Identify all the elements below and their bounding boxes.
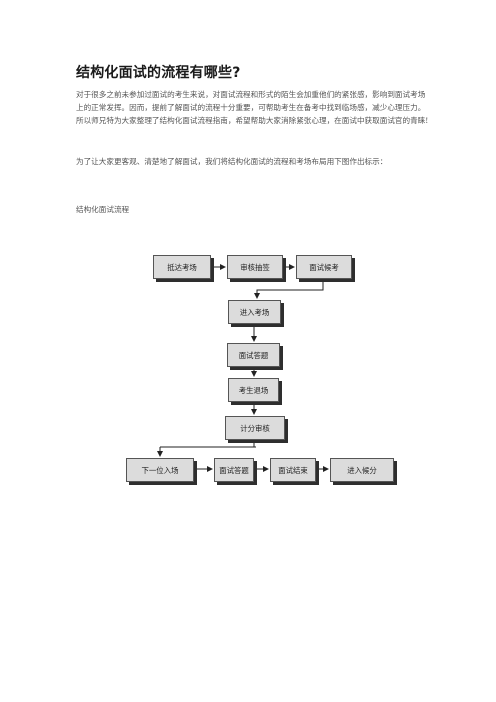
edge-collect-enter — [254, 280, 324, 299]
flowchart-caption: 结构化面试流程 — [76, 205, 130, 214]
node-score: 计分审核 — [225, 416, 285, 440]
diagram-intro-paragraph: 为了让大家更客观、清楚地了解面试，我们将结构化面试的流程和考场布局用下图作出标示… — [76, 157, 388, 166]
node-answer-2: 面试答题 — [214, 458, 254, 482]
node-enter: 进入考场 — [228, 300, 281, 324]
node-review: 审核抽签 — [227, 255, 283, 279]
intro-paragraph: 对于很多之前未参加过面试的考生来说，对面试流程和形式的陌生会加重他们的紧张感，影… — [76, 90, 429, 125]
node-final: 进入候分 — [330, 458, 394, 482]
node-collect: 面试候考 — [296, 255, 352, 279]
article-title: 结构化面试的流程有哪些? — [76, 65, 241, 81]
node-answer: 面试答题 — [227, 343, 280, 367]
node-arrive: 抵达考场 — [153, 255, 211, 279]
node-exit: 考生退场 — [228, 378, 279, 402]
node-next: 下一位入场 — [126, 458, 194, 482]
node-end: 面试结束 — [270, 458, 316, 482]
